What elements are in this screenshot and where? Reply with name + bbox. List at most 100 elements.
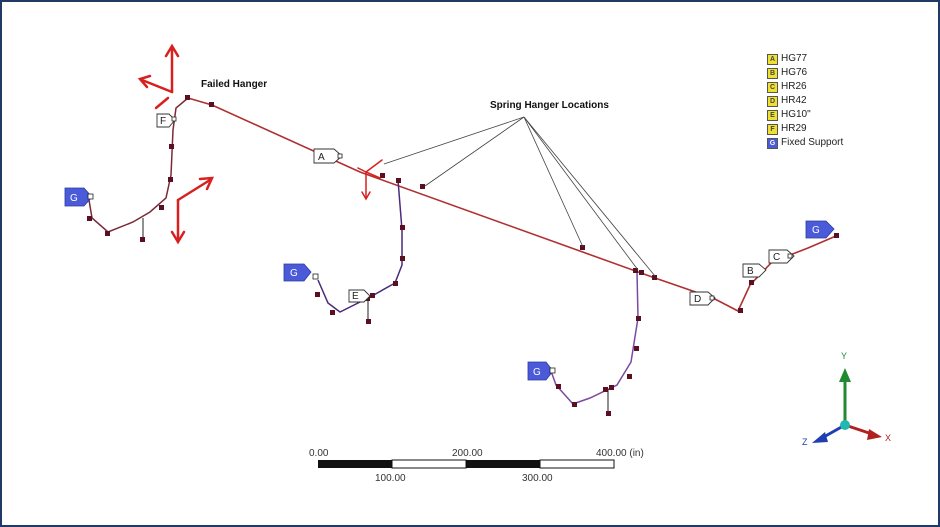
support-tag-c <box>768 249 795 264</box>
node <box>330 310 335 315</box>
legend-swatch: F <box>767 123 778 135</box>
legend-label: HG77 <box>781 53 808 64</box>
node <box>636 316 641 321</box>
node <box>393 281 398 286</box>
spring-hanger-leaders <box>383 116 656 277</box>
legend-label: HR42 <box>781 95 807 106</box>
node <box>633 268 638 273</box>
node <box>140 237 145 242</box>
legend-label: HR26 <box>781 81 807 92</box>
node <box>580 245 585 250</box>
axis-labels: Y X Z <box>802 351 891 447</box>
node <box>787 253 793 259</box>
junction-arrows <box>357 159 383 201</box>
node <box>634 346 639 351</box>
node <box>209 102 214 107</box>
node <box>105 231 110 236</box>
axis-triad <box>812 368 882 443</box>
support-letter: B <box>747 266 754 277</box>
axis-z-label: Z <box>802 437 808 447</box>
node <box>396 178 401 183</box>
node <box>652 275 657 280</box>
legend-swatch: G <box>767 137 778 149</box>
scale-label: 400.00 (in) <box>596 448 644 459</box>
support-letter: D <box>694 294 701 305</box>
scale-label: 0.00 <box>309 448 329 459</box>
fixed-letter: G <box>290 268 298 279</box>
scale-labels: 0.00 200.00 400.00 (in) 100.00 300.00 <box>309 448 644 484</box>
pipe-nodes <box>87 95 839 416</box>
node <box>709 295 715 301</box>
node <box>609 385 614 390</box>
support-tag-f <box>156 113 176 128</box>
node <box>572 402 577 407</box>
node <box>639 270 644 275</box>
node <box>400 225 405 230</box>
fixed-support-tag <box>64 187 93 207</box>
node <box>606 411 611 416</box>
scale-label: 100.00 <box>375 473 406 484</box>
node <box>556 384 561 389</box>
node <box>169 144 174 149</box>
node <box>337 153 343 159</box>
support-tag-d <box>689 291 716 306</box>
node <box>87 216 92 221</box>
failed-hanger-arrows <box>137 43 215 245</box>
support-tag-e <box>348 289 371 303</box>
node <box>315 292 320 297</box>
axis-x-label: X <box>885 433 891 443</box>
lower-branch-pipe <box>550 271 639 405</box>
node <box>312 273 319 280</box>
legend-swatch: D <box>767 95 778 107</box>
legend-swatch: C <box>767 81 778 93</box>
node <box>834 233 839 238</box>
support-tags <box>156 113 795 306</box>
node <box>627 374 632 379</box>
node <box>380 173 385 178</box>
fixed-letter: G <box>533 367 541 378</box>
node <box>749 280 754 285</box>
fixed-letter: G <box>812 225 820 236</box>
fixed-support-tag <box>283 263 312 282</box>
axis-z-arrow <box>812 432 828 443</box>
support-letter: E <box>352 291 359 302</box>
legend-label: HG10" <box>781 109 811 120</box>
support-letter: A <box>318 152 325 163</box>
node <box>400 256 405 261</box>
support-letter: C <box>773 252 780 263</box>
axis-y-arrow <box>839 368 851 382</box>
support-letter: F <box>160 116 166 127</box>
scale-bar <box>318 459 615 469</box>
support-tag-a <box>313 148 343 164</box>
node <box>171 116 177 122</box>
axis-x-arrow <box>867 429 882 440</box>
node <box>603 387 608 392</box>
legend-swatch: A <box>767 53 778 65</box>
legend-label: Fixed Support <box>781 137 844 148</box>
node <box>87 193 94 200</box>
middle-branch-pipe <box>317 179 403 313</box>
node <box>370 293 375 298</box>
legend-label: HR29 <box>781 123 807 134</box>
node <box>420 184 425 189</box>
spring-hanger-callout: Spring Hanger Locations <box>490 100 609 111</box>
failed-hanger-callout: Failed Hanger <box>201 79 268 90</box>
scale-label: 300.00 <box>522 473 553 484</box>
axis-origin <box>840 420 850 430</box>
legend-swatch: E <box>767 109 778 121</box>
support-tag-letters: A B C D E F <box>160 116 780 305</box>
node <box>168 177 173 182</box>
fixed-support-tag <box>527 361 554 381</box>
fixed-support-tag <box>805 220 835 239</box>
fixed-support-tags <box>64 187 835 381</box>
fixed-letter: G <box>70 193 78 204</box>
scale-label: 200.00 <box>452 448 483 459</box>
